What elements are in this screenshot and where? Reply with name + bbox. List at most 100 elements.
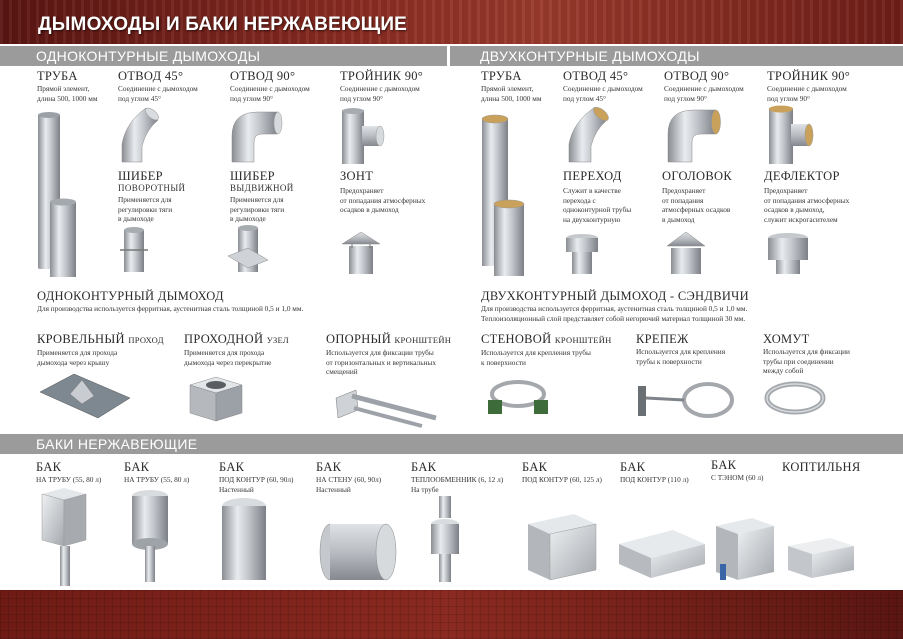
elbow-90-illustration — [231, 111, 283, 163]
tank-on-pipe-2-illustration — [132, 490, 168, 582]
double-heading-block: ДВУХКОНТУРНЫЙ ДЫМОХОД - СЭНДВИЧИ Для про… — [481, 289, 891, 323]
item-name: ОГОЛОВОК — [662, 169, 732, 183]
tank-sub: НА ТРУБУ (55, 80 л) — [36, 475, 102, 484]
sandwich-elbow-90-illustration — [667, 109, 721, 163]
item-name: ОТВОД 45° — [563, 69, 629, 83]
tank-name: КОПТИЛЬНЯ — [782, 460, 861, 474]
tank-sub: ПОД КОНТУР (110 л) — [620, 475, 689, 484]
section-tanks-title: БАКИ НЕРЖАВЕЮЩИЕ — [0, 434, 903, 454]
smokehouse-illustration — [788, 538, 854, 578]
tank-label-8: БАК С ТЭНОМ (60 л) — [711, 459, 781, 483]
tank-label-5: БАК ТЕПЛООБМЕННИК (6, 12 л)На трубе — [411, 461, 521, 494]
tank-on-pipe-1-illustration — [41, 488, 87, 586]
sandwich-tee-illustration — [769, 105, 814, 164]
section-double-title: ДВУХКОНТУРНЫЕ ДЫМОХОДЫ — [450, 46, 903, 66]
tank-sub: С ТЭНОМ (60 л) — [711, 473, 764, 482]
double-heading: ДВУХКОНТУРНЫЙ ДЫМОХОД - СЭНДВИЧИ — [481, 289, 749, 303]
damper-rotary-illustration — [120, 227, 148, 272]
item-name: ДЕФЛЕКТОР — [764, 169, 840, 183]
wall-bracket-illustration — [488, 380, 548, 414]
item-double-truba: ТРУБА Прямой элемент,длина 500, 1000 мм — [481, 70, 561, 103]
tank-name: БАК — [620, 460, 646, 474]
item-name: ТРОЙНИК 90° — [340, 69, 424, 83]
tank-sub: НА СТЕНУ (60, 90л)Настенный — [316, 475, 382, 494]
item-oporny: ОПОРНЫЙ КРОНШТЕЙН Используется для фикса… — [326, 333, 476, 377]
tank-label-9: КОПТИЛЬНЯ — [782, 461, 882, 474]
item-name: ОТВОД 90° — [230, 69, 296, 83]
tank-name: БАК — [124, 460, 150, 474]
item-single-truba: ТРУБА Прямой элемент,длина 500, 1000 мм — [37, 70, 117, 103]
footer-band — [0, 590, 903, 639]
item-krovelny: КРОВЕЛЬНЫЙ ПРОХОД Применяется для проход… — [37, 333, 177, 367]
damper-slide-illustration — [227, 225, 269, 272]
heat-exchanger-illustration — [431, 496, 459, 582]
item-name: ОПОРНЫЙ КРОНШТЕЙН — [326, 332, 452, 346]
item-name: СТЕНОВОЙ КРОНШТЕЙН — [481, 332, 612, 346]
item-name: ХОМУТ — [763, 332, 810, 346]
tank-sub: ПОД КОНТУР (60, 125 л) — [522, 475, 602, 484]
tank-name: БАК — [316, 460, 342, 474]
tank-name: БАК — [36, 460, 62, 474]
item-name: ШИБЕР — [230, 169, 275, 183]
pipe-illustration — [38, 112, 76, 277]
tank-name: БАК — [711, 458, 737, 472]
double-heading-desc: Для производства используется ферритная,… — [481, 304, 748, 323]
tank-sub: НА ТРУБУ (55, 80 л) — [124, 475, 190, 484]
item-sub: ПОВОРОТНЫЙ — [118, 183, 186, 193]
sandwich-elbow-45-illustration — [568, 106, 609, 163]
roof-pass-illustration — [39, 373, 131, 419]
item-name: ОТВОД 45° — [118, 69, 184, 83]
tank-label-4: БАК НА СТЕНУ (60, 90л)Настенный — [316, 461, 411, 494]
tank-contour-110-illustration — [619, 530, 705, 578]
item-sub: ВЫДВИЖНОЙ — [230, 183, 294, 193]
tank-label-3: БАК ПОД КОНТУР (60, 90л)Настенный — [219, 461, 314, 494]
item-name: ОТВОД 90° — [664, 69, 730, 83]
tank-sub: ПОД КОНТУР (60, 90л)Настенный — [219, 475, 294, 494]
tank-label-7: БАК ПОД КОНТУР (110 л) — [620, 461, 710, 485]
umbrella-cap-illustration — [341, 231, 381, 274]
elbow-45-illustration — [121, 107, 159, 163]
tank-label-6: БАК ПОД КОНТУР (60, 125 л) — [522, 461, 622, 485]
tank-label-1: БАК НА ТРУБУ (55, 80 л) — [36, 461, 121, 485]
item-name: КРЕПЕЖ — [636, 332, 689, 346]
sandwich-pipe-illustration — [481, 114, 525, 276]
tank-name: БАК — [411, 460, 437, 474]
item-desc: Прямой элемент,длина 500, 1000 мм — [481, 84, 542, 103]
item-name: ТРОЙНИК 90° — [767, 69, 851, 83]
transition-illustration — [566, 234, 598, 274]
item-name: ПРОХОДНОЙ УЗЕЛ — [184, 332, 289, 346]
tank-heater-illustration — [716, 518, 774, 580]
tank-contour-125-illustration — [528, 514, 597, 581]
tank-name: БАК — [522, 460, 548, 474]
single-heading-desc: Для производства используется ферритная,… — [37, 304, 304, 313]
